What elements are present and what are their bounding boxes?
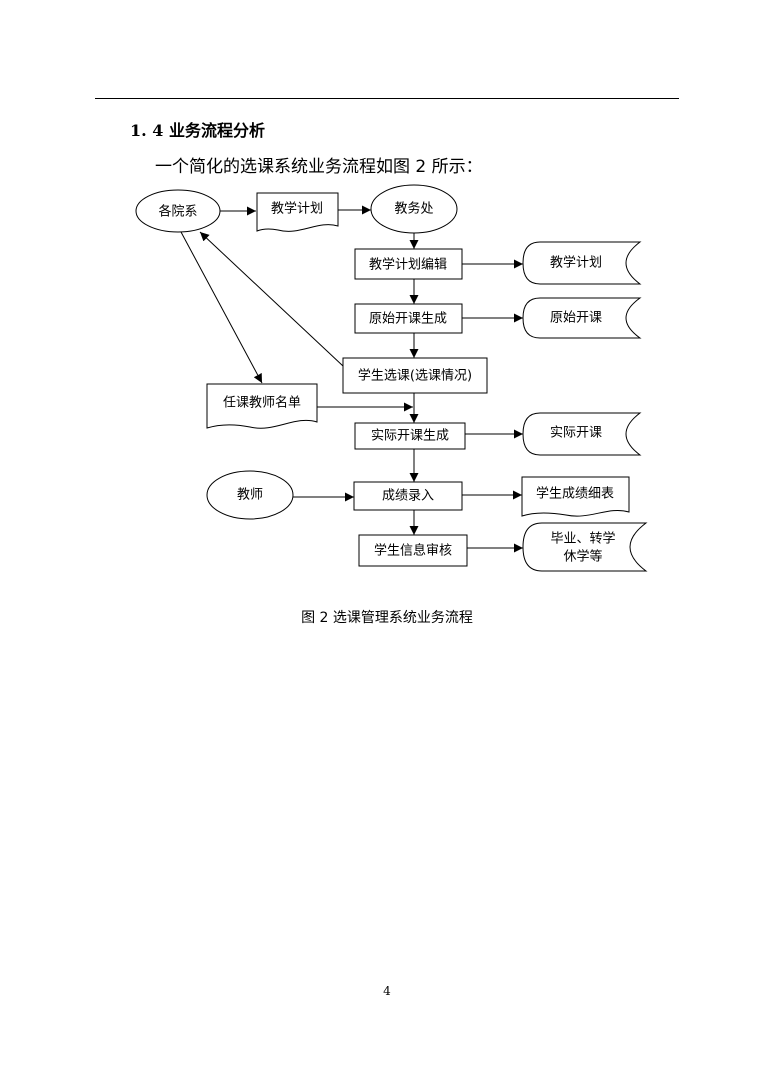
label-actual-store: 实际开课 bbox=[550, 426, 602, 441]
label-grade-detail: 学生成绩细表 bbox=[536, 486, 614, 502]
node-actual-store-shape bbox=[522, 412, 642, 456]
section-heading: 1. 4 业务流程分析 bbox=[130, 121, 265, 140]
label-original-store: 原始开课 bbox=[550, 311, 602, 326]
node-grade-box bbox=[353, 481, 463, 511]
label-original: 原始开课生成 bbox=[369, 312, 447, 327]
label-grade-entry: 成绩录入 bbox=[382, 489, 434, 504]
label-editing: 教学计划编辑 bbox=[369, 257, 447, 273]
arrow-selection-to-dept bbox=[199, 231, 344, 367]
figure-caption: 图 2 选课管理系统业务流程 bbox=[301, 610, 473, 626]
business-flow-diagram: 各院系 教学计划 教务处 教学计划编辑 教学计划 原始开课生成 原始开课 学生选… bbox=[135, 184, 648, 572]
page-number: 4 bbox=[383, 984, 391, 998]
node-selection-box bbox=[342, 357, 488, 394]
label-office: 教务处 bbox=[394, 201, 433, 217]
node-audit-box bbox=[358, 534, 468, 567]
node-teacher-ellipse bbox=[206, 470, 294, 520]
node-graduation-store-shape bbox=[522, 522, 648, 572]
label-graduation-line2: 休学等 bbox=[563, 549, 602, 565]
node-actual-box bbox=[354, 422, 466, 450]
node-departments-ellipse bbox=[135, 189, 221, 233]
node-plan-store-shape bbox=[522, 241, 642, 285]
intro-paragraph: 一个简化的选课系统业务流程如图 2 所示： bbox=[155, 157, 483, 177]
label-departments: 各院系 bbox=[158, 204, 197, 220]
label-plan-store: 教学计划 bbox=[550, 255, 602, 271]
label-teacher: 教师 bbox=[237, 487, 263, 503]
label-teacher-list: 任课教师名单 bbox=[223, 395, 301, 411]
node-grade-detail-shape bbox=[521, 476, 630, 517]
label-audit: 学生信息审核 bbox=[374, 543, 452, 559]
label-selection: 学生选课(选课情况) bbox=[358, 368, 472, 384]
node-plan-document-shape bbox=[256, 192, 339, 232]
label-graduation-line1: 毕业、转学 bbox=[550, 531, 615, 547]
node-office-ellipse bbox=[370, 184, 458, 234]
label-plan-document: 教学计划 bbox=[271, 201, 323, 217]
header-rule bbox=[95, 98, 679, 99]
label-actual: 实际开课生成 bbox=[371, 429, 449, 444]
node-editing-box bbox=[354, 248, 463, 280]
node-original-store-shape bbox=[522, 297, 642, 339]
node-teacher-list-shape bbox=[206, 383, 318, 429]
arrow-dept-to-teacher-list bbox=[180, 231, 263, 384]
node-original-box bbox=[354, 303, 463, 334]
